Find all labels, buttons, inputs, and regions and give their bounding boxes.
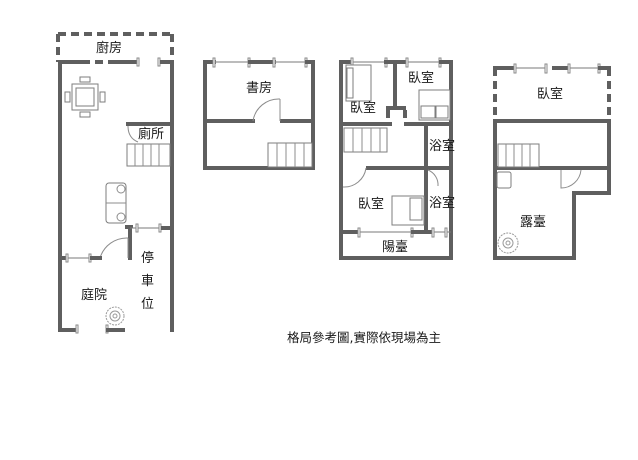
room-label-balcony: 陽臺 [382, 240, 408, 255]
plant-icon [497, 232, 519, 254]
door-arc [427, 169, 439, 187]
floor-4-plan: 臥室 露臺 [493, 63, 611, 260]
room-label-parking-1: 停 [141, 250, 154, 266]
room-label-terrace: 露臺 [520, 215, 546, 230]
floor-1-plan: 廚房 廁所 庭院 停 車 位 [56, 32, 174, 334]
sink-icon [496, 171, 512, 189]
bed-icon [418, 89, 451, 121]
bed-icon [345, 64, 372, 102]
room-label-bedroom-1: 臥室 [408, 70, 434, 86]
stairs-icon [267, 142, 313, 168]
stairs-icon [126, 143, 171, 167]
door-arc [560, 169, 582, 189]
dining-table-icon [64, 76, 106, 118]
bed-icon [391, 195, 425, 226]
room-label-kitchen: 廚房 [96, 40, 122, 56]
floor4-outline [493, 119, 611, 260]
stairs-icon [497, 143, 540, 168]
sofa-icon [105, 182, 133, 228]
floor-3-plan: 臥室 臥室 浴室 臥室 浴室 陽臺 [339, 57, 455, 260]
room-label-courtyard: 庭院 [81, 287, 107, 303]
room-label-bedroom-4: 臥室 [537, 86, 563, 102]
door-arc [99, 237, 129, 259]
floor3-outline [339, 60, 453, 260]
room-label-toilet: 廁所 [138, 126, 164, 142]
room-label-bedroom-3: 臥室 [358, 196, 384, 212]
stairs-icon [343, 127, 388, 153]
room-label-bathroom-2: 浴室 [429, 195, 455, 211]
floor-2-plan: 書房 [203, 57, 315, 170]
door-arc [252, 98, 281, 122]
disclaimer-note: 格局參考圖,實際依現場為主 [287, 330, 441, 345]
plant-icon [105, 306, 125, 326]
room-label-bathroom-1: 浴室 [429, 138, 455, 154]
room-label-bedroom-2: 臥室 [350, 100, 376, 116]
study-outline [203, 60, 315, 170]
room-label-parking-3: 位 [141, 297, 154, 312]
door-arc [342, 167, 367, 188]
room-label-parking-2: 車 [141, 274, 154, 289]
room-label-study: 書房 [246, 80, 272, 96]
